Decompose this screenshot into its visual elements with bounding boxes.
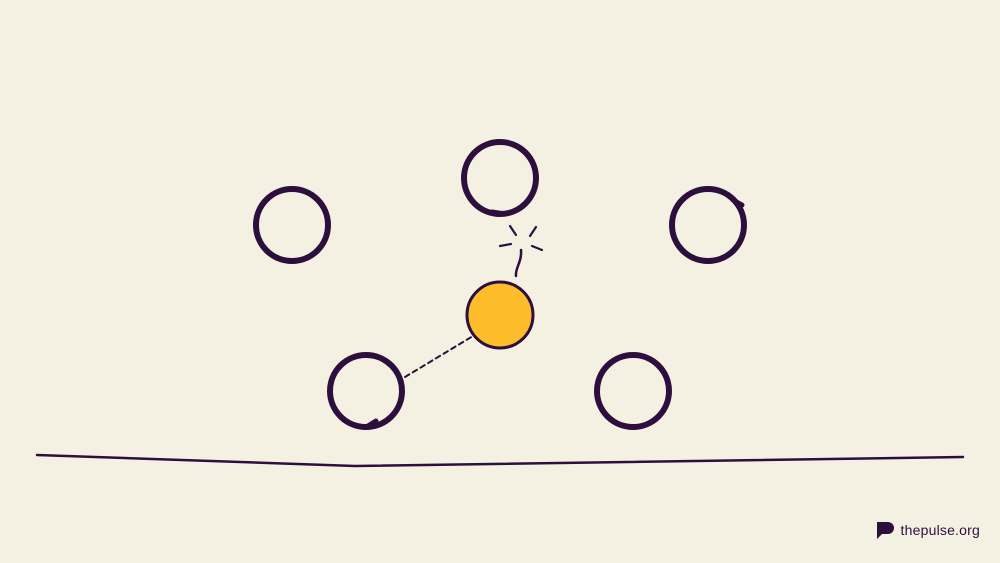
ground-line — [35, 453, 965, 468]
speech-bubble-p-icon — [876, 522, 894, 539]
circle-center — [465, 280, 535, 350]
brand[interactable]: thepulse.org — [873, 519, 980, 541]
circle-upper-left — [253, 186, 331, 264]
spark-icon — [498, 224, 544, 252]
dashed-connector — [404, 335, 474, 378]
circle-lower-left — [327, 352, 405, 430]
fuse-line — [514, 248, 523, 278]
circle-upper-right — [669, 186, 747, 264]
circle-top — [461, 139, 539, 217]
brand-name: thepulse.org — [900, 522, 980, 538]
circle-lower-right — [594, 352, 672, 430]
